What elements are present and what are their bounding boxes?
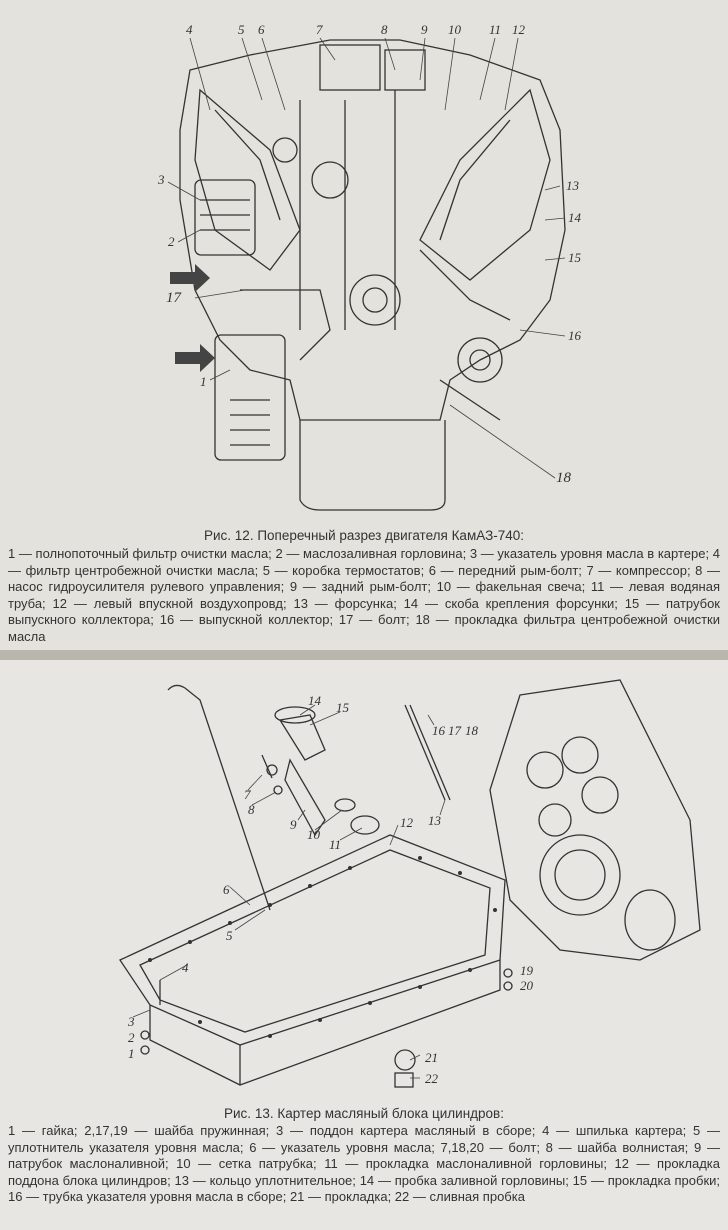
callout-4: 4 bbox=[182, 960, 189, 975]
callout-17: 17 bbox=[166, 290, 181, 306]
callout-20: 20 bbox=[520, 978, 533, 993]
oil-pan-exploded-drawing bbox=[119, 679, 701, 1088]
callout-5: 5 bbox=[226, 928, 233, 943]
figure-12-caption-title: Рис. 12. Поперечный разрез двигателя Кам… bbox=[204, 528, 524, 543]
callout-4: 4 bbox=[186, 22, 193, 37]
callout-3: 3 bbox=[158, 172, 165, 187]
callout-16: 16 bbox=[432, 723, 445, 738]
callout-6: 6 bbox=[258, 22, 265, 37]
callout-9: 9 bbox=[290, 817, 297, 832]
callout-14: 14 bbox=[568, 210, 581, 225]
callout-10: 10 bbox=[307, 827, 320, 842]
figure-12-caption-body: 1 — полнопоточный фильтр очистки масла; … bbox=[8, 546, 720, 644]
flange-holes bbox=[148, 856, 497, 1038]
callout-13: 13 bbox=[566, 178, 579, 193]
page-figure-13: 14 15 16 17 18 7 8 9 10 11 12 13 6 5 4 3… bbox=[0, 660, 728, 1230]
callout-21: 21 bbox=[425, 1050, 438, 1065]
engine-cross-section-drawing bbox=[167, 37, 566, 511]
callout-2: 2 bbox=[128, 1030, 135, 1045]
callout-11: 11 bbox=[489, 22, 502, 37]
callout-16: 16 bbox=[568, 328, 581, 343]
callout-1: 1 bbox=[200, 374, 207, 389]
figure-13-caption-title: Рис. 13. Картер масляный блока цилиндров… bbox=[224, 1106, 504, 1121]
callout-18: 18 bbox=[556, 470, 571, 486]
callout-3: 3 bbox=[128, 1014, 135, 1029]
callout-5: 5 bbox=[238, 22, 245, 37]
callout-15: 15 bbox=[568, 250, 581, 265]
callout-15: 15 bbox=[336, 700, 349, 715]
callout-22: 22 bbox=[425, 1071, 438, 1086]
callout-12: 12 bbox=[400, 815, 413, 830]
callout-17: 17 bbox=[448, 723, 461, 738]
callout-2: 2 bbox=[168, 234, 175, 249]
callout-18: 18 bbox=[465, 723, 478, 738]
callout-10: 10 bbox=[448, 22, 461, 37]
callout-7: 7 bbox=[244, 787, 251, 802]
callout-6: 6 bbox=[223, 882, 230, 897]
callout-8: 8 bbox=[381, 22, 388, 37]
callout-7: 7 bbox=[316, 22, 323, 37]
callout-14: 14 bbox=[308, 693, 321, 708]
callout-12: 12 bbox=[512, 22, 525, 37]
callout-11: 11 bbox=[329, 837, 342, 852]
page-separator bbox=[0, 650, 728, 660]
callout-1: 1 bbox=[128, 1046, 135, 1061]
callout-13: 13 bbox=[428, 813, 441, 828]
callout-9: 9 bbox=[421, 22, 428, 37]
figure-13-caption-body: 1 — гайка; 2,17,19 — шайба пружинная; 3 … bbox=[8, 1123, 720, 1205]
page-figure-12: 4 5 6 7 8 9 10 11 12 3 2 17 1 13 14 15 1… bbox=[0, 0, 728, 650]
callout-8: 8 bbox=[248, 802, 255, 817]
callout-19: 19 bbox=[520, 963, 533, 978]
